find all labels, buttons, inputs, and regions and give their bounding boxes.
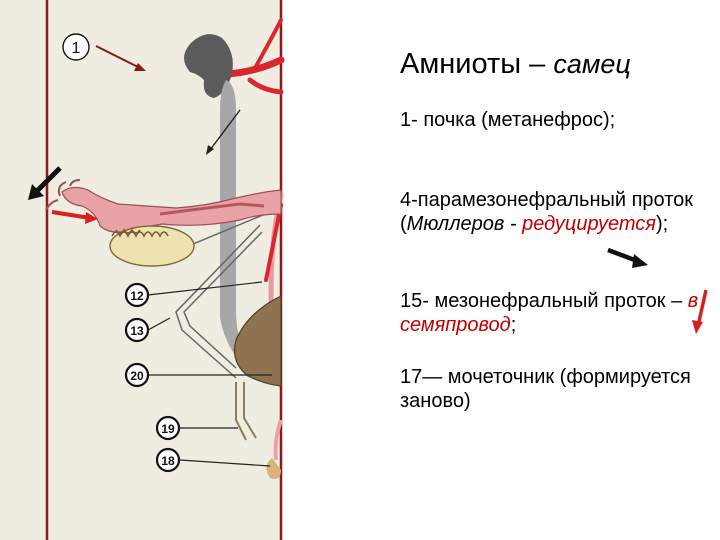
label-badge-1: 1	[62, 33, 90, 61]
svg-text:19: 19	[161, 422, 175, 436]
item-paramesonephric-status: редуцируется	[522, 213, 656, 235]
label-badge-13: 13	[124, 317, 150, 343]
ureter-duct	[220, 80, 262, 380]
item-paramesonephric-name: Мюллеров -	[406, 213, 517, 235]
diagram-panel	[0, 0, 282, 540]
svg-text:12: 12	[130, 289, 144, 303]
arrow-black-text	[607, 247, 648, 268]
item-paramesonephric: 4-парамезонефральный проток (Мюллеров - …	[400, 188, 700, 236]
arrow-red-duct	[51, 210, 98, 224]
item-mesonephric-fate: в семяпровод	[400, 290, 699, 336]
item-mesonephric-suffix: ;	[510, 314, 517, 336]
label-badge-12: 12	[124, 282, 150, 308]
label-badge-18: 18	[155, 447, 181, 473]
title-subtitle: самец	[553, 49, 631, 79]
arrow-to-ureter	[206, 109, 241, 155]
testis	[109, 225, 195, 267]
lower-ducts	[235, 382, 257, 441]
kidney	[184, 34, 233, 98]
item-mesonephric-prefix: 15- мезонефральный проток –	[400, 290, 683, 312]
epididymis-coils	[111, 228, 169, 238]
item-paramesonephric-prefix: 4-парамезонефральный проток (	[400, 189, 694, 235]
item-kidney: 1- почка (метанефрос);	[400, 108, 700, 132]
label-badge-19: 19	[155, 415, 181, 441]
label-badge-20: 20	[124, 362, 150, 388]
item-kidney-text: 1- почка (метанефрос);	[400, 109, 616, 131]
lower-vessel	[273, 419, 283, 461]
cloaca-bulb	[266, 458, 281, 479]
bladder	[233, 295, 282, 387]
item-ureter: 17— мочеточник (формируется заново)	[400, 365, 700, 413]
svg-text:20: 20	[130, 369, 144, 383]
arrow-to-kidney	[95, 45, 146, 71]
paramesonephric-tract	[45, 179, 282, 233]
item-paramesonephric-suffix: );	[655, 213, 669, 235]
title-main: Амниоты –	[400, 48, 546, 80]
svg-text:18: 18	[161, 454, 175, 468]
arrow-red-text	[692, 289, 708, 334]
arrow-black-left	[28, 166, 62, 200]
leader-lines	[147, 281, 272, 467]
svg-text:1: 1	[72, 40, 81, 57]
slide-title: Амниоты – самец	[400, 48, 631, 81]
svg-text:13: 13	[130, 324, 144, 338]
item-ureter-text: 17— мочеточник (формируется заново)	[400, 366, 691, 412]
item-mesonephric: 15- мезонефральный проток – в семяпровод…	[400, 289, 700, 337]
